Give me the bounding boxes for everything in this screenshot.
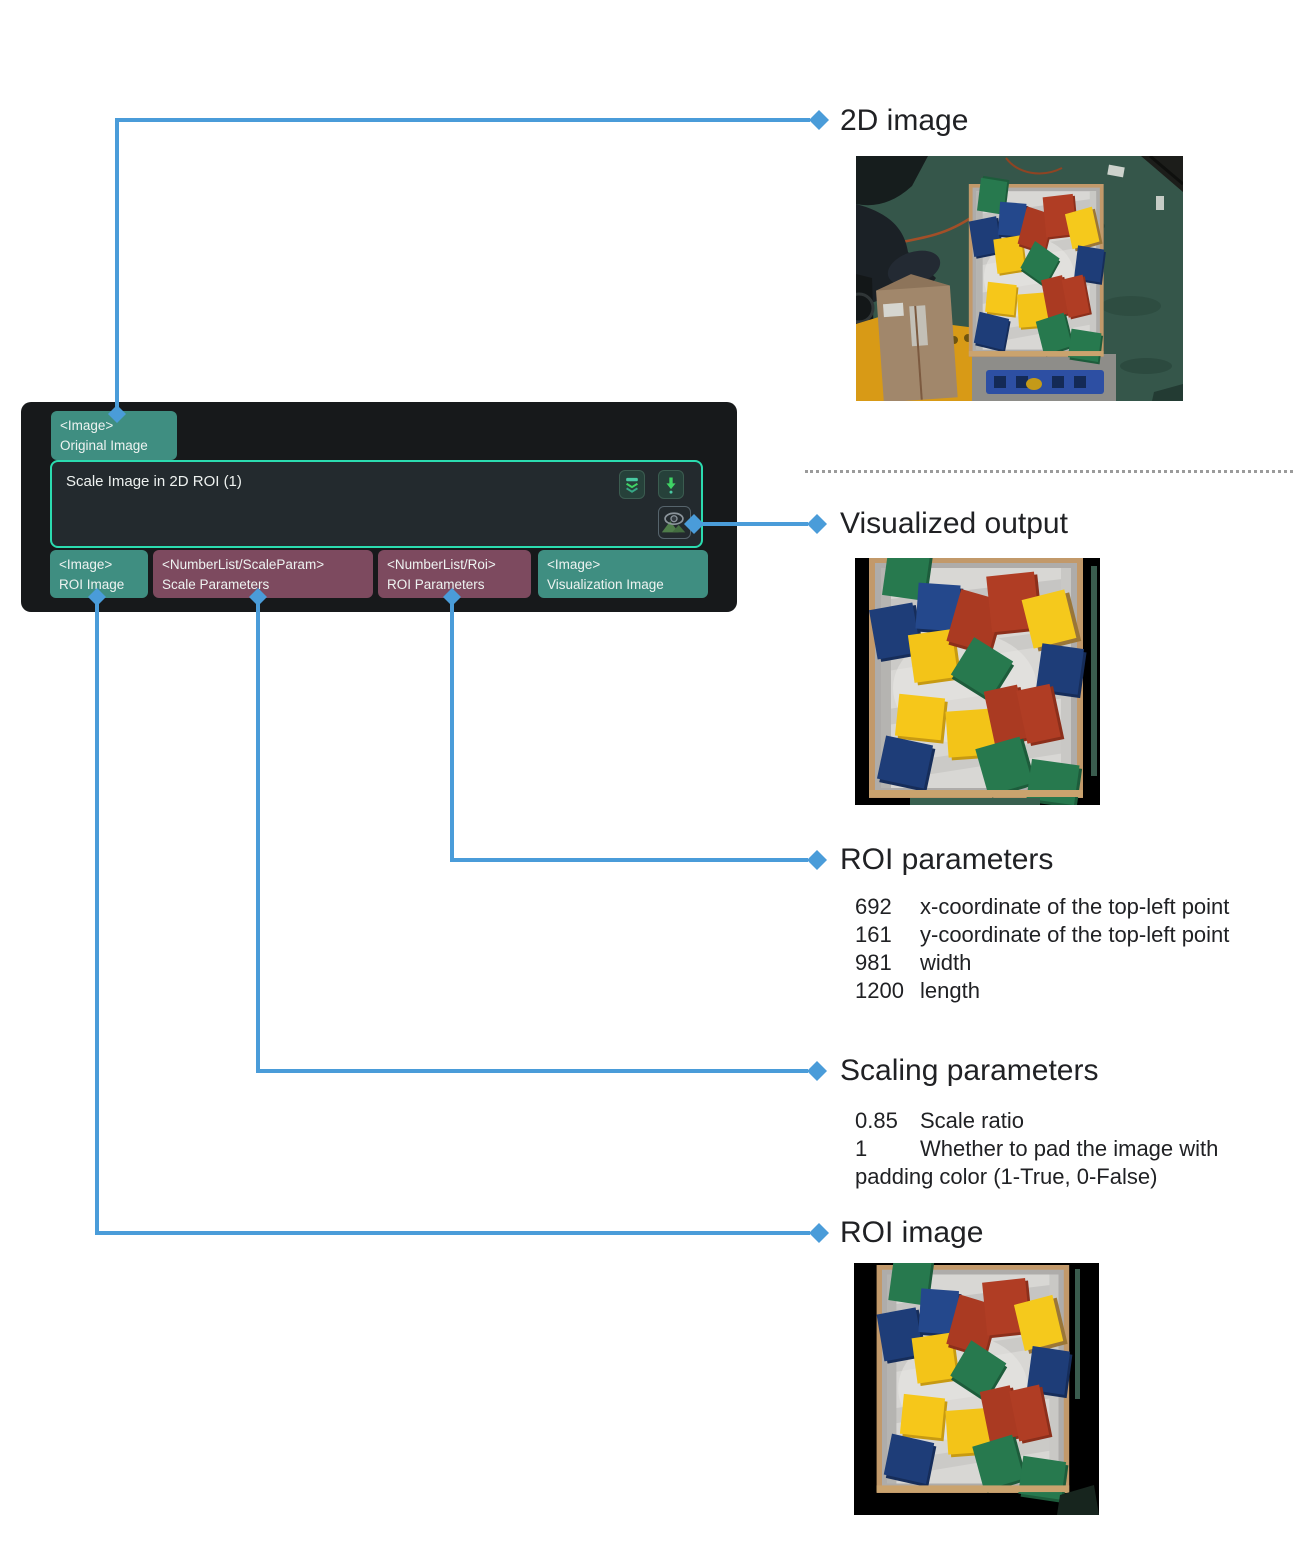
- diamond-roi-parameters: [807, 850, 827, 870]
- port-type: <Image>: [547, 557, 601, 572]
- diamond-roi-image: [809, 1223, 829, 1243]
- param-value: 161: [855, 922, 892, 947]
- param-value: 692: [855, 894, 892, 919]
- param-value: 1200: [855, 978, 904, 1003]
- input-port-original-image[interactable]: <Image> Original Image: [51, 411, 177, 460]
- output-port-scale-parameters[interactable]: <NumberList/ScaleParam> Scale Parameters: [153, 550, 373, 598]
- param-row: 161 y-coordinate of the top-left point: [855, 921, 1229, 949]
- param-row: 981 width: [855, 949, 1229, 977]
- node-scale-image-in-2d-roi[interactable]: <Image> Original Image Scale Image in 2D…: [21, 402, 737, 612]
- label-visualized-output: Visualized output: [840, 507, 1068, 540]
- param-desc: x-coordinate of the top-left point: [920, 894, 1230, 919]
- param-desc: Whether to pad the image with padding co…: [855, 1136, 1219, 1189]
- port-type: <NumberList/ScaleParam>: [162, 557, 325, 572]
- roi-image-photo: [854, 1263, 1099, 1515]
- port-name: ROI Parameters: [387, 576, 485, 592]
- label-roi-image: ROI image: [840, 1216, 984, 1249]
- run-step-button[interactable]: [658, 470, 684, 499]
- section-separator: [805, 470, 1293, 473]
- diamond-2d-image: [809, 110, 829, 130]
- node-body[interactable]: Scale Image in 2D ROI (1): [50, 460, 703, 548]
- param-desc: y-coordinate of the top-left point: [920, 922, 1230, 947]
- roi-parameters-list: 692 x-coordinate of the top-left point 1…: [855, 893, 1229, 1005]
- label-roi-parameters: ROI parameters: [840, 843, 1054, 876]
- port-name: Scale Parameters: [162, 576, 270, 592]
- diamond-visualized-output: [807, 514, 827, 534]
- port-type: <Image>: [59, 557, 113, 572]
- param-desc: length: [920, 978, 980, 1003]
- visualized-output-photo: [855, 558, 1100, 805]
- connector-scaling-parameters: [256, 598, 808, 1073]
- label-scaling-parameters: Scaling parameters: [840, 1054, 1099, 1087]
- connector-2d-image: [115, 118, 810, 415]
- diamond-scaling-parameters: [807, 1061, 827, 1081]
- param-value: 981: [855, 950, 892, 975]
- port-type: <Image>: [60, 418, 114, 433]
- param-value: 1: [855, 1136, 868, 1161]
- connector-roi-image: [95, 598, 810, 1235]
- collapse-button[interactable]: [619, 470, 645, 499]
- connector-roi-parameters: [450, 598, 808, 862]
- param-row: 1200 length: [855, 977, 1229, 1005]
- blue-rack: [986, 370, 1104, 394]
- port-name: Visualization Image: [547, 576, 664, 592]
- port-type: <NumberList/Roi>: [387, 557, 496, 572]
- output-port-roi-parameters[interactable]: <NumberList/Roi> ROI Parameters: [378, 550, 531, 598]
- port-name: ROI Image: [59, 576, 125, 592]
- double-chevron-down-icon: [622, 474, 642, 496]
- param-desc: Scale ratio: [920, 1108, 1024, 1133]
- param-desc: width: [920, 950, 972, 975]
- output-port-roi-image[interactable]: <Image> ROI Image: [50, 550, 148, 598]
- output-port-visualization-image[interactable]: <Image> Visualization Image: [538, 550, 708, 598]
- port-name: Original Image: [60, 437, 148, 453]
- param-row: 692 x-coordinate of the top-left point: [855, 893, 1229, 921]
- label-2d-image: 2D image: [840, 104, 969, 137]
- 2d-image-photo: [856, 156, 1183, 401]
- arrow-down-icon: [661, 474, 681, 496]
- node-title: Scale Image in 2D ROI (1): [66, 473, 242, 490]
- param-value: 0.85: [855, 1108, 898, 1133]
- param-row: 0.85 Scale ratio: [855, 1107, 1257, 1135]
- visualization-eye-icon[interactable]: [658, 506, 691, 539]
